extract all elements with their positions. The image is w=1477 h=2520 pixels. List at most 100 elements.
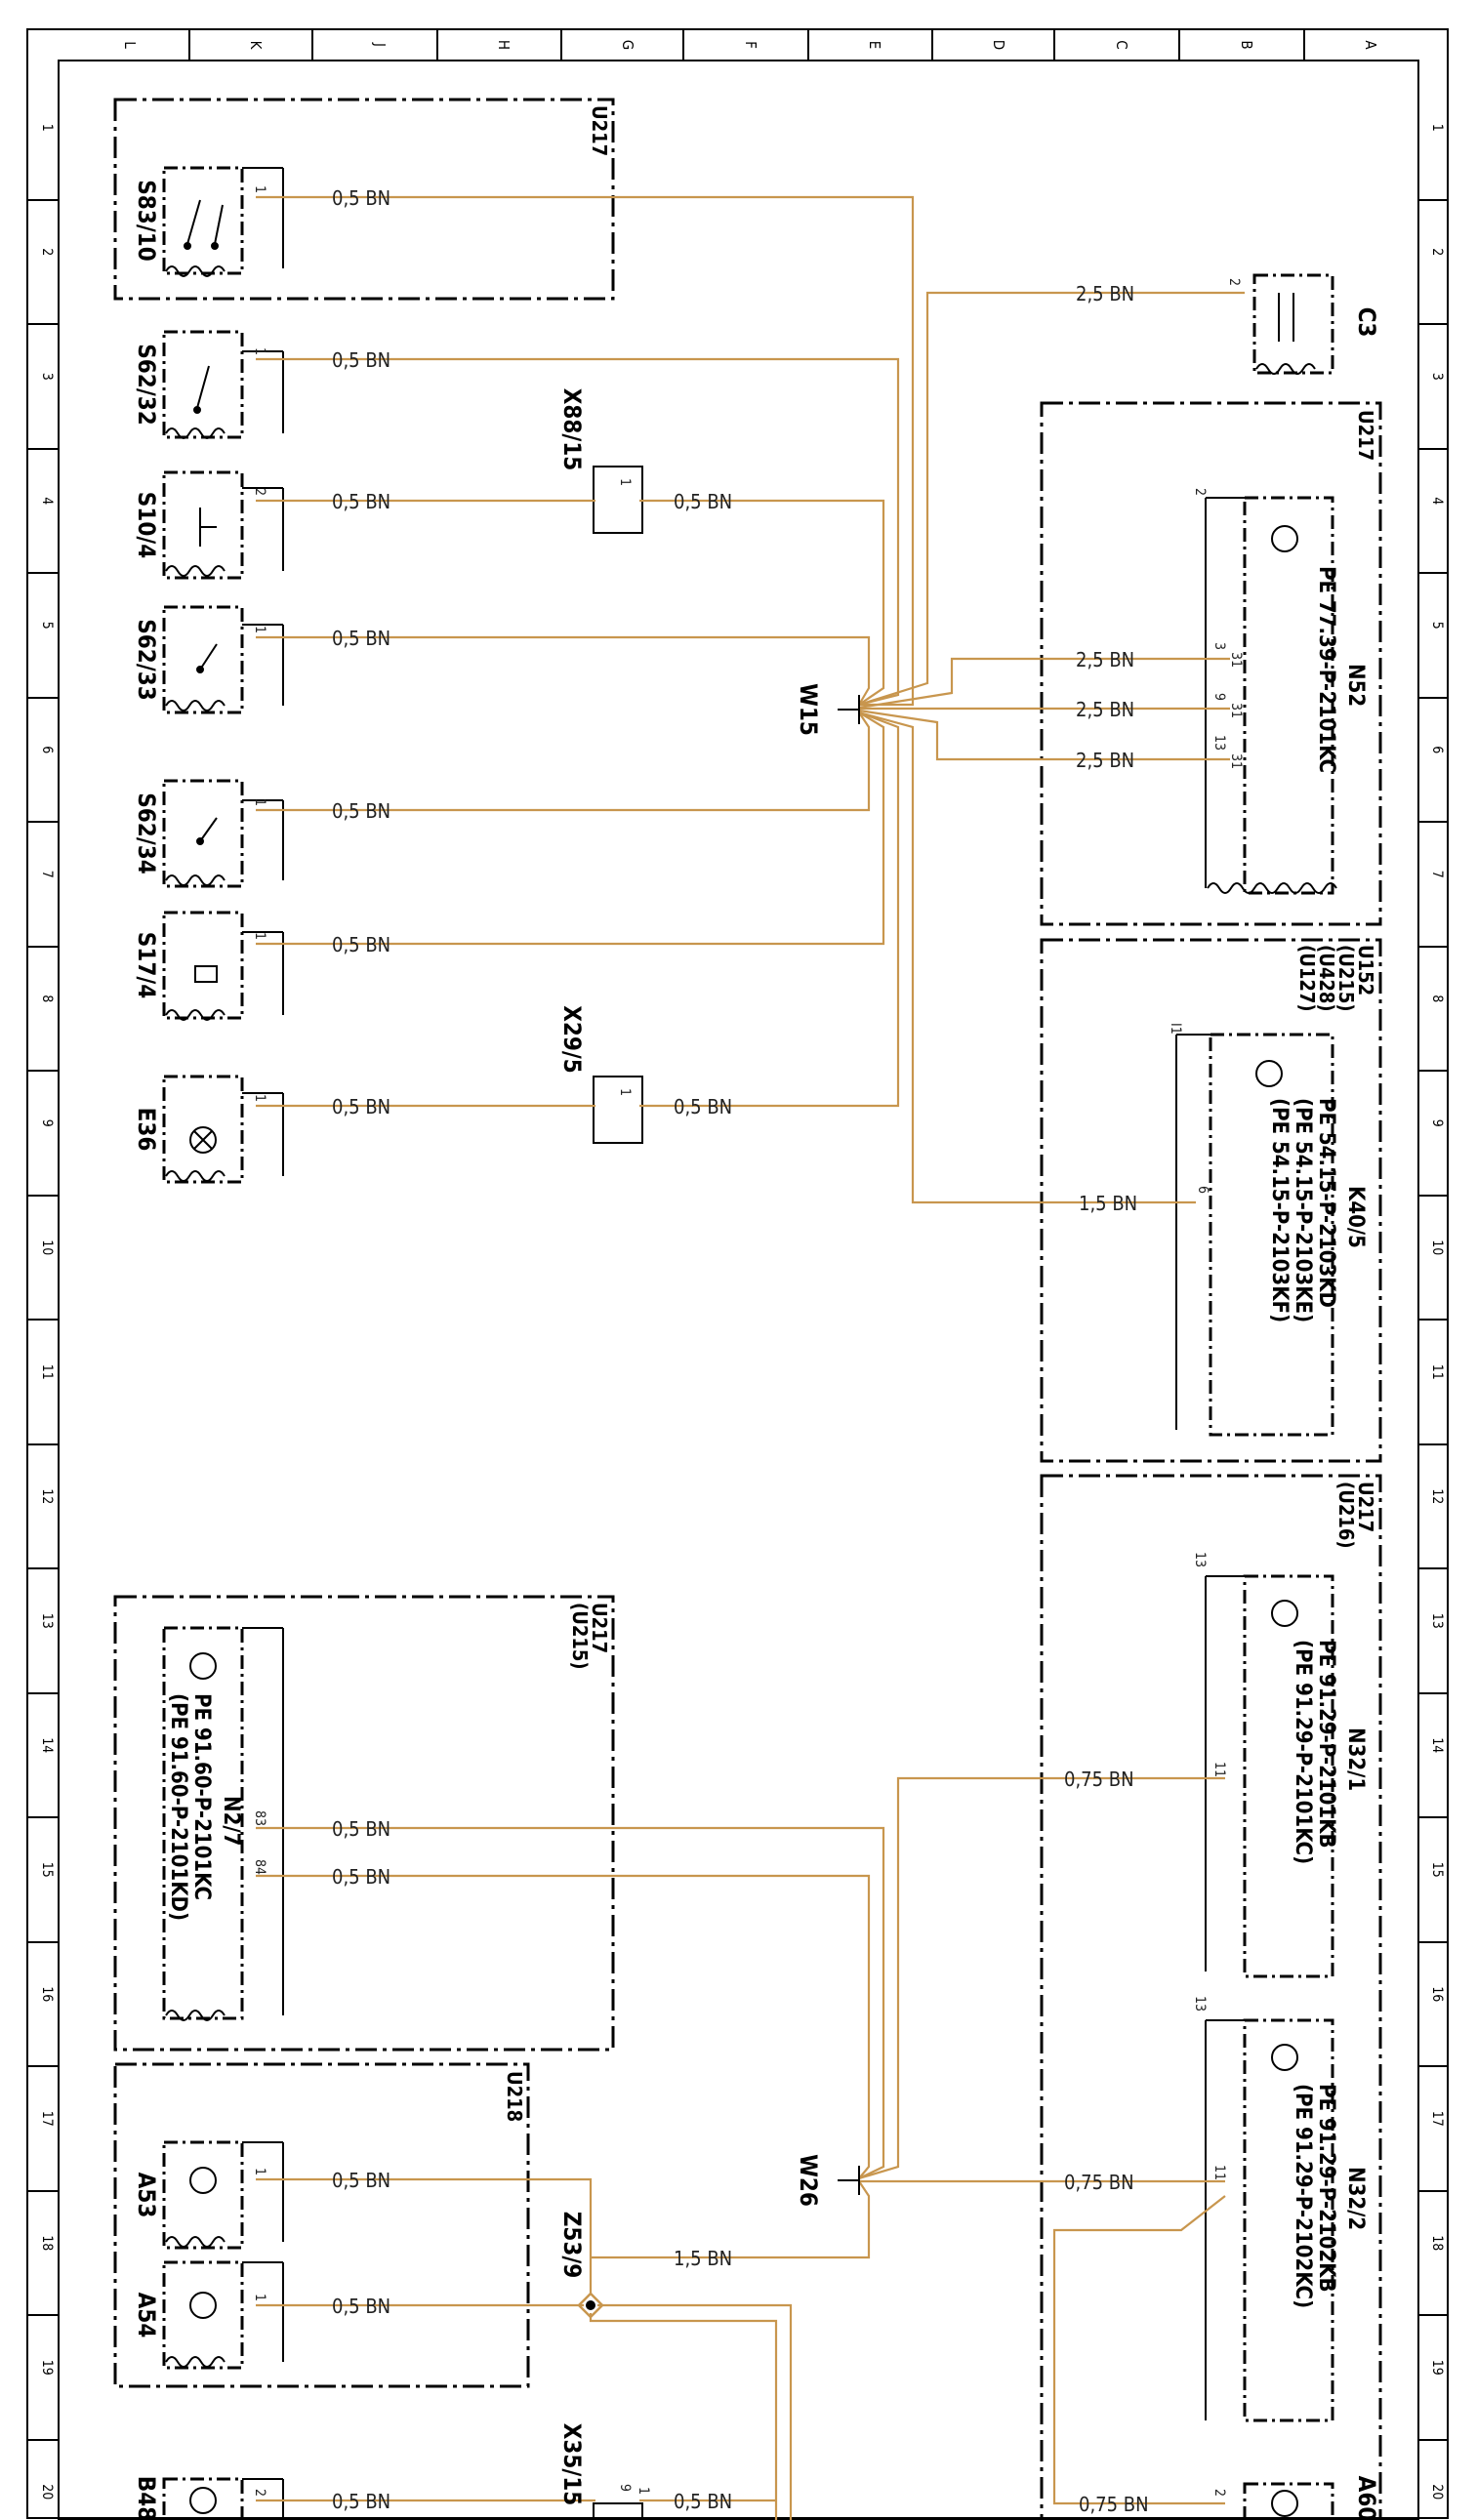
- component-label: A60: [1353, 2476, 1380, 2520]
- wires: [256, 195, 1245, 2520]
- pin-label: 31: [1228, 703, 1244, 718]
- col-letter: D: [990, 40, 1007, 50]
- box-u218: [113, 2062, 530, 2388]
- col-letter: F: [742, 41, 759, 49]
- connectors: [593, 466, 643, 2520]
- wire-s62-32: [256, 357, 900, 707]
- row-number: 9: [1429, 1119, 1445, 1127]
- module-label: N32/1: [1343, 1727, 1368, 1791]
- pin-label: 31: [1228, 753, 1244, 769]
- left-components: [162, 166, 284, 2520]
- component-label: W26: [795, 2154, 822, 2207]
- box-n2-7: [113, 1595, 615, 2052]
- component-label: S10/4: [133, 492, 160, 559]
- col-letter: G: [619, 40, 636, 50]
- module-label: N2/7: [219, 1796, 243, 1846]
- pin-label: 9: [617, 2484, 633, 2492]
- wire-n2-83: [256, 1826, 885, 2179]
- module-pe: (PE 91.29-P-2102KC): [1291, 2084, 1315, 2308]
- col-letter: J: [371, 42, 389, 47]
- wire-label: 2,5 BN: [1076, 698, 1134, 721]
- pin-label: 11: [1211, 1762, 1227, 1777]
- row-number: 20: [39, 2484, 55, 2500]
- component-label: S17/4: [133, 932, 160, 999]
- box-tag: U217: [588, 1603, 611, 1653]
- row-number: 7: [39, 871, 55, 878]
- pin-label: 31: [1228, 652, 1244, 668]
- component-label: S83/10: [133, 180, 160, 262]
- pin-label: 2: [252, 488, 267, 496]
- module-pe: (PE 54.15-P-2103KF): [1267, 1098, 1292, 1322]
- row-number: 12: [39, 1488, 55, 1504]
- box-tag: (U215): [1334, 945, 1358, 1012]
- module-label: N32/2: [1343, 2167, 1368, 2230]
- row-number: 14: [39, 1737, 55, 1753]
- pin-label: 83: [252, 1810, 267, 1826]
- wire-label: 2,5 BN: [1076, 648, 1134, 671]
- right-components: [1175, 273, 1337, 2520]
- row-number: 4: [1429, 497, 1445, 505]
- wire-e36-b: [639, 711, 900, 1108]
- wire-s10-4-b: [639, 499, 885, 706]
- pin-label: 1: [252, 932, 267, 940]
- pin-label: 2: [1226, 278, 1242, 286]
- box-tag: U217: [588, 105, 611, 156]
- row-number: 6: [1429, 746, 1445, 753]
- module-pe: PE 91.29-P-2102KB: [1314, 2084, 1338, 2293]
- component-label: A53: [133, 2173, 160, 2218]
- wire-label: 2,5 BN: [1076, 749, 1134, 772]
- box-u217-n52: [1040, 401, 1382, 926]
- wire-label: 0,75 BN: [1064, 2171, 1134, 2194]
- row-number: 3: [39, 373, 55, 381]
- col-letter: B: [1238, 40, 1255, 49]
- module-pe: PE 77.39-P-2101KC: [1314, 566, 1338, 773]
- wire-label: 0,5 BN: [332, 1865, 390, 1889]
- row-number: 1: [39, 124, 55, 132]
- wire-label: 0,75 BN: [1079, 2493, 1149, 2516]
- frame-ticks: [27, 29, 1448, 2441]
- col-letter: L: [121, 41, 139, 49]
- row-number: 2: [39, 248, 55, 256]
- pin-label: 2: [1192, 488, 1208, 496]
- row-number: 2: [1429, 248, 1445, 256]
- wire-s62-34: [256, 711, 871, 812]
- box-tag: (U216): [1334, 1482, 1358, 1549]
- row-number: 14: [1429, 1737, 1445, 1753]
- box-tag: (U127): [1295, 945, 1319, 1012]
- wire-label: 2,5 BN: [1076, 282, 1134, 305]
- pin-label: 9: [1211, 693, 1227, 701]
- box-n32: [1040, 1474, 1382, 2520]
- component-label: S62/32: [133, 344, 160, 426]
- wire-a60: [1052, 2195, 1226, 2505]
- component-label: S62/33: [133, 619, 160, 701]
- col-letter: K: [247, 41, 265, 51]
- wire-label: 0,75 BN: [1064, 1768, 1134, 1791]
- row-number: 16: [39, 1986, 55, 2002]
- wire-label: 0,5 BN: [332, 1817, 390, 1841]
- row-number: 5: [1429, 622, 1445, 630]
- pin-label: 2: [252, 2489, 267, 2497]
- wire-k40: [858, 711, 1196, 1204]
- row-number: 11: [1429, 1364, 1445, 1380]
- wire-label: 0,5 BN: [332, 490, 390, 513]
- dashed-boxes: [113, 98, 1382, 2520]
- wire-label: 0,5 BN: [332, 348, 390, 372]
- pin-label: 1: [617, 1088, 633, 1096]
- pin-label: 3: [1211, 642, 1227, 650]
- wire-a53: [256, 2177, 593, 2294]
- row-number: 17: [39, 2111, 55, 2127]
- component-label: X88/15: [558, 388, 586, 471]
- component-label: X29/5: [558, 1005, 586, 1074]
- row-number: 13: [1429, 1613, 1445, 1629]
- row-number: 15: [39, 1862, 55, 1878]
- wire-label: 0,5 BN: [332, 2295, 390, 2318]
- component-label: W15: [795, 683, 822, 736]
- row-number: 16: [1429, 1986, 1445, 2002]
- row-number: 19: [39, 2360, 55, 2376]
- box-tag: U217: [1354, 1482, 1377, 1532]
- component-label: B48: [133, 2476, 160, 2520]
- box-k40: [1040, 938, 1382, 1463]
- wire-z53-1-5: [591, 2180, 871, 2259]
- box-tag: (U428): [1315, 945, 1338, 1012]
- row-number: 19: [1429, 2360, 1445, 2376]
